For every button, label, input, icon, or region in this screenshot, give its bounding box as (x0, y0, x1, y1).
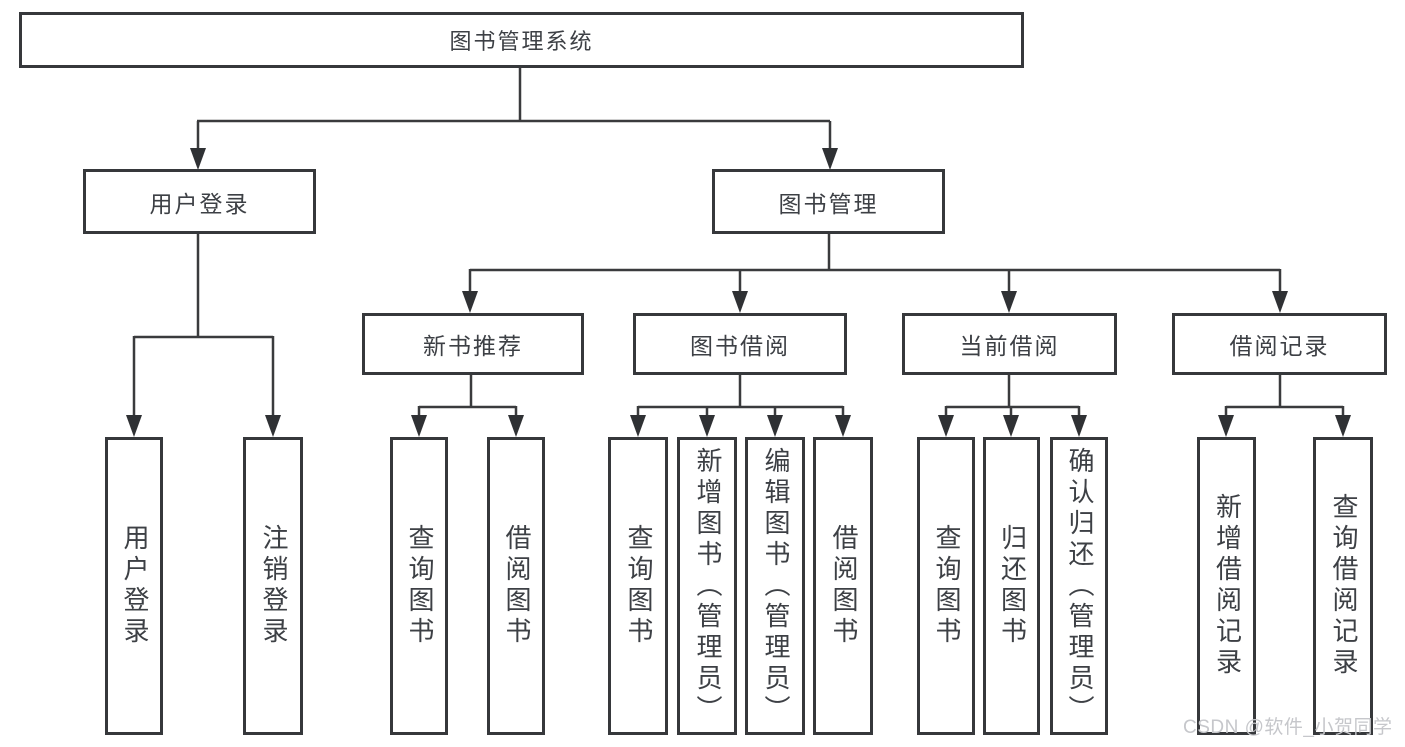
node-library-system: 图书管理系统 (19, 12, 1024, 68)
node-borrow-records: 借阅记录 (1172, 313, 1387, 375)
leaf-borrow-books: 借阅图书 (813, 437, 873, 735)
arrow-down-icon (822, 148, 838, 170)
node-label: 新增借阅记录 (1212, 493, 1243, 679)
connector-current-borrowing (944, 375, 1081, 420)
connector-user-login (132, 234, 275, 419)
leaf-edit-book-admin: 编辑图书（管理员） (745, 437, 805, 735)
arrow-down-icon (835, 415, 851, 437)
arrow-down-icon (630, 415, 646, 437)
node-label: 确认归还（管理员） (1064, 446, 1095, 726)
arrow-down-icon (265, 415, 281, 437)
connector-root (196, 68, 832, 151)
node-label: 新增图书（管理员） (692, 446, 723, 726)
node-label: 编辑图书（管理员） (760, 446, 791, 726)
leaf-query-borrow-record: 查询借阅记录 (1313, 437, 1373, 735)
node-label: 当前借阅 (959, 333, 1060, 359)
connector-new-book (417, 375, 518, 420)
arrow-down-icon (699, 415, 715, 437)
connector-book-management (468, 234, 1282, 295)
arrow-down-icon (1071, 415, 1087, 437)
arrow-down-icon (1335, 415, 1351, 437)
leaf-query-books: 查询图书 (390, 437, 448, 735)
node-label: 借阅图书 (501, 524, 532, 648)
leaf-add-borrow-record: 新增借阅记录 (1197, 437, 1256, 735)
leaf-add-book-admin: 新增图书（管理员） (677, 437, 737, 735)
leaf-query-books: 查询图书 (608, 437, 668, 735)
node-label: 图书管理 (778, 190, 879, 217)
node-book-management: 图书管理 (712, 169, 945, 234)
arrow-down-icon (1272, 291, 1288, 313)
node-label: 新书推荐 (423, 333, 523, 359)
node-label: 查询图书 (404, 524, 435, 648)
node-label: 借阅图书 (828, 524, 859, 648)
node-label: 图书借阅 (690, 333, 790, 359)
arrow-down-icon (411, 415, 427, 437)
node-label: 查询图书 (623, 524, 654, 648)
node-label: 用户登录 (119, 524, 150, 648)
arrow-down-icon (508, 415, 524, 437)
arrow-down-icon (1218, 415, 1234, 437)
connector-book-borrowing (636, 375, 845, 420)
arrow-down-icon (767, 415, 783, 437)
node-label: 用户登录 (149, 190, 250, 217)
node-label: 图书管理系统 (449, 29, 594, 54)
leaf-user-login: 用户登录 (105, 437, 163, 735)
node-label: 查询图书 (931, 524, 962, 648)
node-label: 注销登录 (258, 524, 289, 648)
arrow-down-icon (938, 415, 954, 437)
arrow-down-icon (1001, 291, 1017, 313)
node-label: 查询借阅记录 (1328, 493, 1359, 679)
connector-borrow-records (1224, 375, 1345, 420)
node-label: 借阅记录 (1229, 333, 1330, 359)
csdn-watermark: CSDN @软件_小贺同学 (1183, 717, 1393, 738)
node-current-borrowing: 当前借阅 (902, 313, 1117, 375)
node-label: 归还图书 (997, 524, 1028, 648)
node-user-login: 用户登录 (83, 169, 316, 234)
node-book-borrowing: 图书借阅 (633, 313, 847, 375)
arrow-down-icon (732, 291, 748, 313)
arrow-down-icon (190, 148, 206, 170)
leaf-logout: 注销登录 (243, 437, 303, 735)
leaf-borrow-books: 借阅图书 (487, 437, 545, 735)
arrow-down-icon (1003, 415, 1019, 437)
leaf-confirm-return-admin: 确认归还（管理员） (1050, 437, 1108, 735)
node-new-book-recommend: 新书推荐 (362, 313, 584, 375)
leaf-return-books: 归还图书 (983, 437, 1040, 735)
leaf-query-books: 查询图书 (917, 437, 975, 735)
arrowheads (126, 148, 1351, 437)
arrow-down-icon (126, 415, 142, 437)
arrow-down-icon (462, 291, 478, 313)
